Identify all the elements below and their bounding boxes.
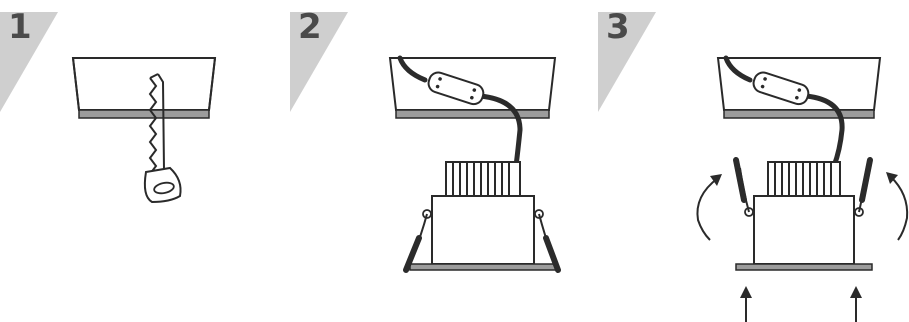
ceiling-section (71, 57, 217, 119)
heatsink (767, 161, 841, 197)
connector-block (752, 71, 810, 106)
spring-install-illustration (696, 55, 909, 322)
step-3-panel: 3 (598, 0, 909, 322)
spring-clip-left (403, 213, 428, 273)
downlight-housing (409, 195, 557, 271)
step-number: 1 (8, 7, 32, 47)
step-number: 3 (606, 7, 630, 47)
push-up-arrow-right-icon (850, 286, 862, 322)
power-cable (723, 55, 845, 169)
step-badge (598, 12, 656, 112)
saw-icon (143, 73, 182, 204)
rotate-arrow-left-icon (696, 174, 722, 241)
step-1-panel: 1 (0, 0, 300, 322)
downlight-housing (735, 195, 873, 271)
ceiling-cut-illustration (71, 57, 217, 204)
push-up-arrow-left-icon (740, 286, 752, 322)
downlight-insert-illustration (388, 55, 561, 273)
rotate-arrow-right-icon (886, 172, 909, 241)
step-badge (0, 12, 58, 112)
power-cable (397, 55, 523, 169)
spring-clip-left (733, 157, 750, 213)
connector-block (427, 71, 485, 106)
spring-clip-right (858, 157, 873, 213)
spring-clip-right (538, 213, 561, 273)
step-badge (290, 12, 348, 112)
heatsink (445, 161, 521, 197)
step-2-panel: 2 (290, 0, 600, 322)
step-number: 2 (298, 7, 322, 47)
